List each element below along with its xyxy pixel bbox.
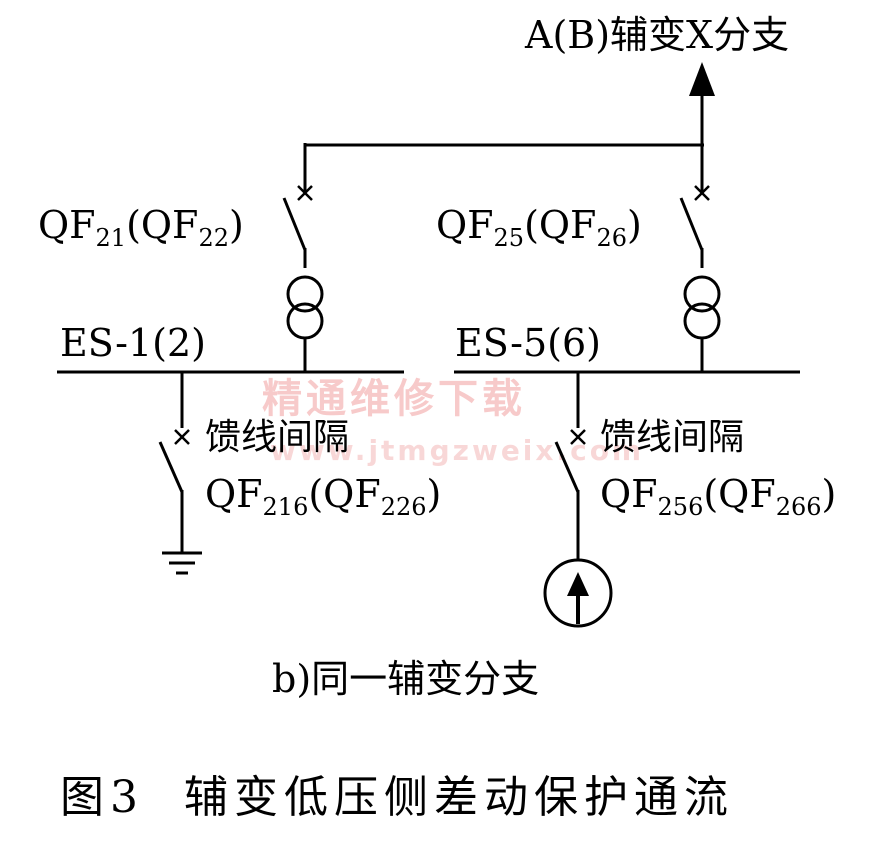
figure-caption: 图3 辅变低压侧差动保护通流 <box>60 772 734 823</box>
label-qf21-qf22: QF21(QF22) <box>38 203 244 252</box>
watermark-chinese: 精通维修下载 <box>262 376 526 422</box>
bus-right-label: ES-5(6) <box>455 321 601 365</box>
feeder-label-left: 馈线间隔 <box>205 417 349 458</box>
feeder-right-breaker <box>554 372 586 560</box>
breaker-qf25-symbol <box>679 185 710 268</box>
breaker-qf21-symbol <box>282 185 313 268</box>
up-arrow-icon <box>689 62 715 96</box>
bus-left-label: ES-1(2) <box>60 321 206 365</box>
feeder-label-right: 馈线间隔 <box>600 417 744 458</box>
subcaption: b)同一辅变分支 <box>272 657 539 701</box>
top-branch-label: A(B)辅变X分支 <box>524 13 789 57</box>
feeder-left-breaker <box>158 372 190 552</box>
label-qf25-qf26: QF25(QF26) <box>436 203 642 252</box>
transformer-right-icon <box>683 275 721 372</box>
ground-icon <box>162 551 202 575</box>
transformer-left-icon <box>286 275 324 372</box>
label-qf216-qf226: QF216(QF226) <box>205 472 441 521</box>
label-qf256-qf266: QF256(QF266) <box>600 472 836 521</box>
current-source-icon <box>543 558 613 628</box>
